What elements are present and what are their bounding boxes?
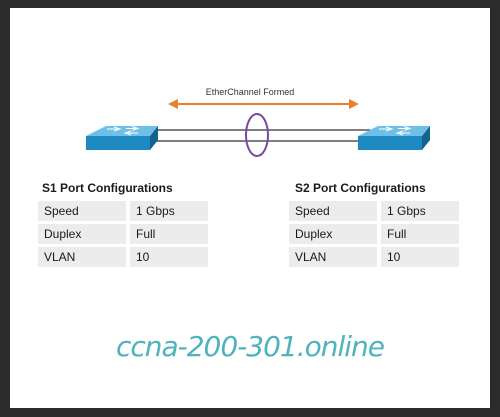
- s2-duplex-label: Duplex: [289, 224, 381, 244]
- etherchannel-bundle-ellipse: [245, 113, 269, 157]
- s1-duplex-value: Full: [130, 224, 208, 244]
- s2-speed-value: 1 Gbps: [381, 201, 459, 221]
- site-watermark: ccna-200-301.online: [115, 330, 385, 363]
- s1-speed-label: Speed: [38, 201, 130, 221]
- etherchannel-label: EtherChannel Formed: [206, 87, 295, 97]
- s2-speed-label: Speed: [289, 201, 381, 221]
- s1-vlan-label: VLAN: [38, 247, 130, 267]
- s2-duplex-value: Full: [381, 224, 459, 244]
- table-row: Speed 1 Gbps: [289, 201, 459, 221]
- s1-duplex-label: Duplex: [38, 224, 130, 244]
- s2-vlan-value: 10: [381, 247, 459, 267]
- s2-vlan-label: VLAN: [289, 247, 381, 267]
- figure-frame: EtherChannel Formed: [10, 8, 490, 408]
- etherchannel-arrow: [168, 99, 359, 109]
- table-row: Duplex Full: [289, 224, 459, 244]
- s1-config-title: S1 Port Configurations: [42, 181, 173, 195]
- table-row: VLAN 10: [289, 247, 459, 267]
- switch-s1-icon: [86, 126, 158, 150]
- s1-speed-value: 1 Gbps: [130, 201, 208, 221]
- s2-config-table: Speed 1 Gbps Duplex Full VLAN 10: [289, 198, 459, 270]
- s2-config-title: S2 Port Configurations: [295, 181, 426, 195]
- s1-config-table: Speed 1 Gbps Duplex Full VLAN 10: [38, 198, 208, 270]
- table-row: Duplex Full: [38, 224, 208, 244]
- switch-s2-icon: [358, 126, 430, 150]
- table-row: VLAN 10: [38, 247, 208, 267]
- table-row: Speed 1 Gbps: [38, 201, 208, 221]
- network-diagram: EtherChannel Formed: [86, 87, 430, 157]
- s1-vlan-value: 10: [130, 247, 208, 267]
